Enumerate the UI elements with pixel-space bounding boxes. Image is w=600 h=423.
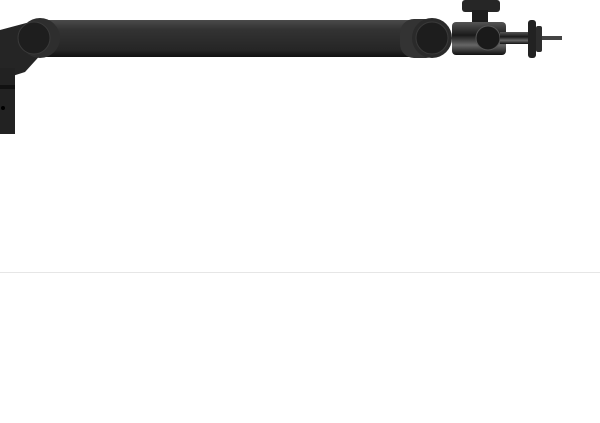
divider-line xyxy=(0,272,600,273)
arm-tube xyxy=(40,20,435,57)
left-joint-cap xyxy=(17,18,60,58)
right-joint-cap xyxy=(400,18,452,58)
mic-mount-adapter xyxy=(452,0,562,58)
